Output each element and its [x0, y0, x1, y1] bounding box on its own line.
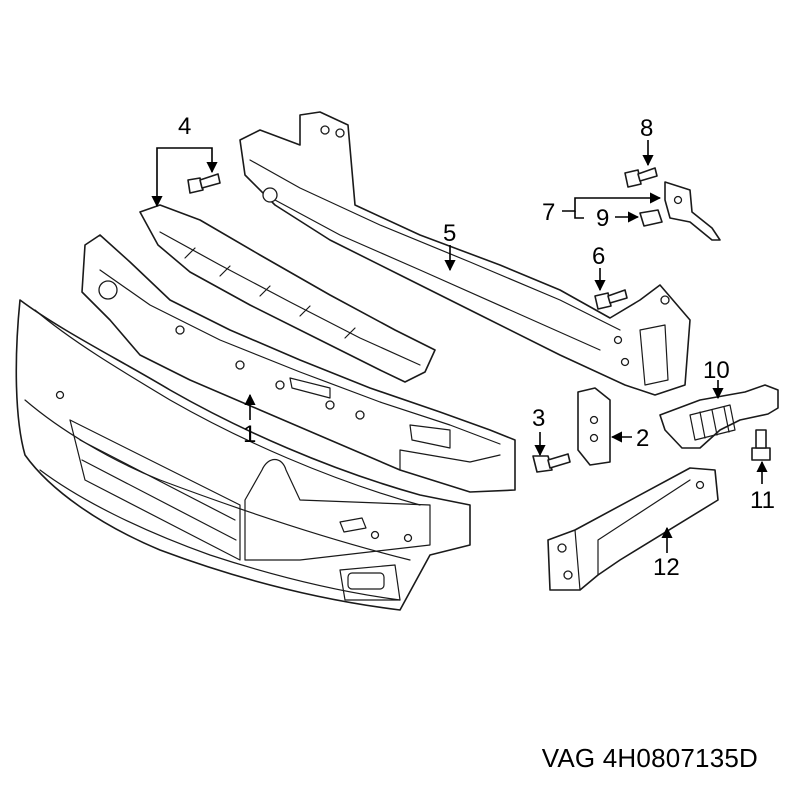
bracket-plate: [664, 181, 721, 241]
screw-11: [751, 429, 771, 461]
callout-12: 12: [653, 554, 680, 581]
leader-7b: [574, 211, 584, 219]
energy-absorber: [81, 234, 516, 493]
callout-4: 4: [178, 113, 191, 140]
clip-9: [639, 209, 663, 227]
mount-bracket: [577, 387, 611, 466]
bumper-cover: [15, 299, 471, 611]
bolt-4: [187, 173, 221, 194]
part-number-caption: VAG 4H0807135D: [541, 743, 758, 773]
crash-box: [547, 467, 719, 591]
callout-8: 8: [640, 115, 653, 142]
callout-9: 9: [596, 205, 609, 232]
callout-5: 5: [443, 220, 456, 247]
bolt-3: [532, 453, 571, 473]
impact-bar: [239, 111, 691, 396]
callout-3: 3: [532, 405, 545, 432]
bolt-8: [624, 167, 658, 188]
callout-2: 2: [636, 425, 649, 452]
upper-absorber-strip: [139, 204, 436, 383]
bolt-6: [594, 289, 628, 310]
callout-11: 11: [750, 487, 775, 514]
leader-4a: [151, 147, 187, 208]
callout-10: 10: [703, 357, 730, 384]
leader-7a: [562, 192, 662, 212]
callout-1: 1: [243, 421, 256, 448]
callout-6: 6: [592, 243, 605, 270]
leader-4b: [187, 147, 218, 174]
guide-bracket: [659, 384, 779, 449]
callout-7: 7: [542, 199, 555, 226]
